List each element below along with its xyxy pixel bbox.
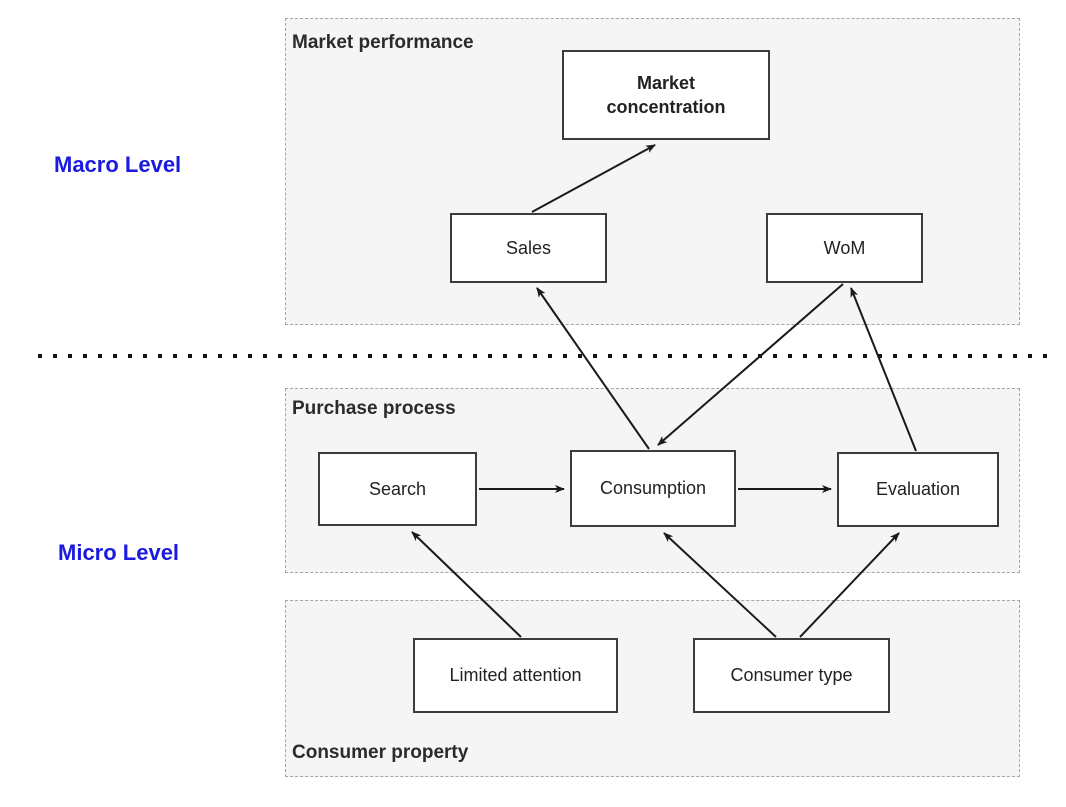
node-label-search: Search (368, 478, 427, 499)
level-divider-dotted-line (38, 354, 1058, 358)
node-limited-attention: Limited attention (413, 638, 618, 713)
node-wom: WoM (766, 213, 923, 283)
node-search: Search (318, 452, 477, 526)
macro-level-label: Macro Level (54, 152, 182, 177)
node-consumer-type: Consumer type (693, 638, 890, 713)
group-label-consumer-property: Consumer property (292, 742, 469, 763)
node-evaluation: Evaluation (837, 452, 999, 527)
node-sales: Sales (450, 213, 607, 283)
micro-level-label: Micro Level (58, 540, 180, 565)
node-label-limited-attention: Limited attention (449, 665, 582, 686)
node-label-sales: Sales (505, 237, 552, 258)
node-label-consumption: Consumption (599, 478, 707, 499)
node-consumption: Consumption (570, 450, 736, 527)
node-label-market-concentration: Market concentration (606, 72, 726, 117)
node-label-consumer-type: Consumer type (730, 665, 853, 686)
node-label-evaluation: Evaluation (875, 479, 961, 500)
node-label-wom: WoM (823, 237, 866, 258)
node-market-concentration: Market concentration (562, 50, 770, 140)
group-label-market-performance: Market performance (292, 32, 474, 53)
group-label-purchase-process: Purchase process (292, 398, 456, 419)
